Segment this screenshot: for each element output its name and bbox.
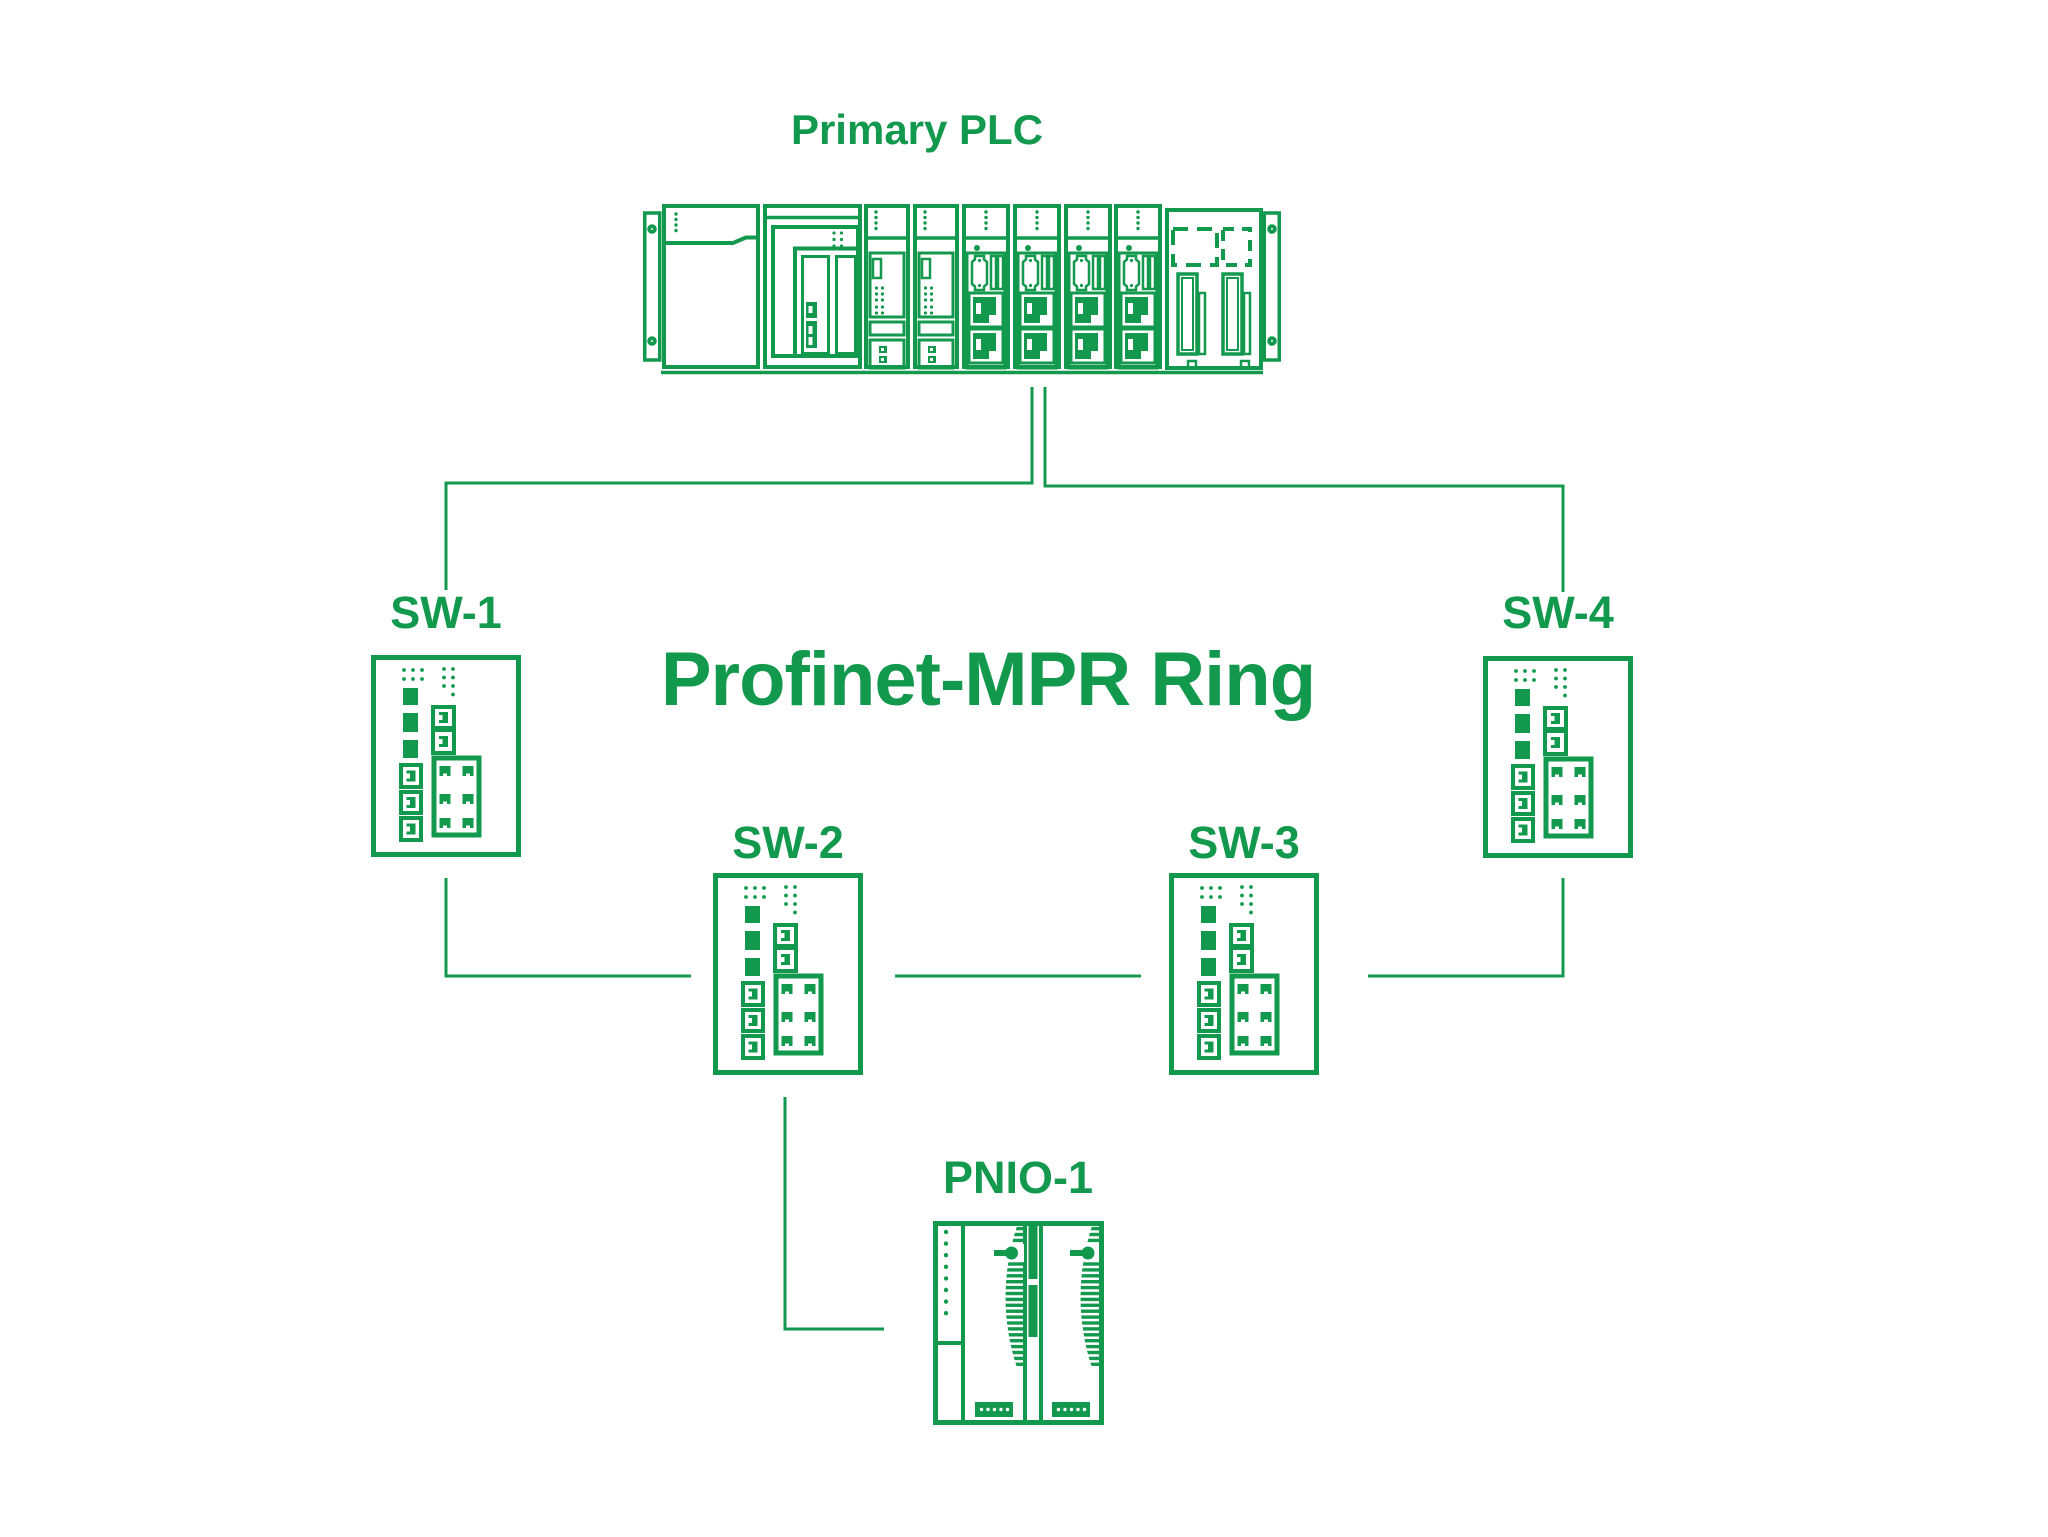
pnio-device-icon <box>933 1221 1104 1425</box>
label-sw2: SW-2 <box>732 817 844 868</box>
comm-module-1 <box>962 204 1010 370</box>
label-primary-plc: Primary PLC <box>790 106 1044 153</box>
label-pnio: PNIO-1 <box>942 1152 1094 1203</box>
plc-rack-icon <box>643 204 1281 375</box>
label-sw1: SW-1 <box>390 587 502 638</box>
left-mounting-bracket <box>643 211 662 362</box>
switch-icon-sw4 <box>1483 656 1633 858</box>
label-sw4: SW-4 <box>1502 587 1614 638</box>
comm-module-2 <box>1013 204 1061 370</box>
link-plc-to-sw1 <box>444 387 1034 590</box>
terminal-blocks <box>975 1402 1090 1417</box>
comm-module-4 <box>1114 204 1162 370</box>
right-mounting-bracket <box>1262 211 1281 362</box>
switch-icon-sw1 <box>371 655 521 857</box>
comm-module-3 <box>1064 204 1112 370</box>
cpu-module <box>763 204 862 369</box>
label-sw3: SW-3 <box>1188 817 1300 868</box>
link-plc-to-sw4 <box>1043 387 1565 592</box>
io-module-fins <box>990 1226 1099 1368</box>
io-module-1 <box>864 204 910 370</box>
switch-icon-sw3 <box>1169 873 1319 1075</box>
link-sw3-to-sw4 <box>1368 878 1565 978</box>
switch-icon-sw2 <box>713 873 863 1075</box>
diagram-title: Profinet-MPR Ring <box>660 637 1316 722</box>
psu-module <box>662 204 760 369</box>
status-led-column <box>943 1229 949 1316</box>
link-sw1-to-sw2 <box>444 878 691 978</box>
link-sw2-to-pnio <box>783 1097 884 1331</box>
end-module <box>1165 208 1263 370</box>
io-module-2 <box>913 204 959 370</box>
